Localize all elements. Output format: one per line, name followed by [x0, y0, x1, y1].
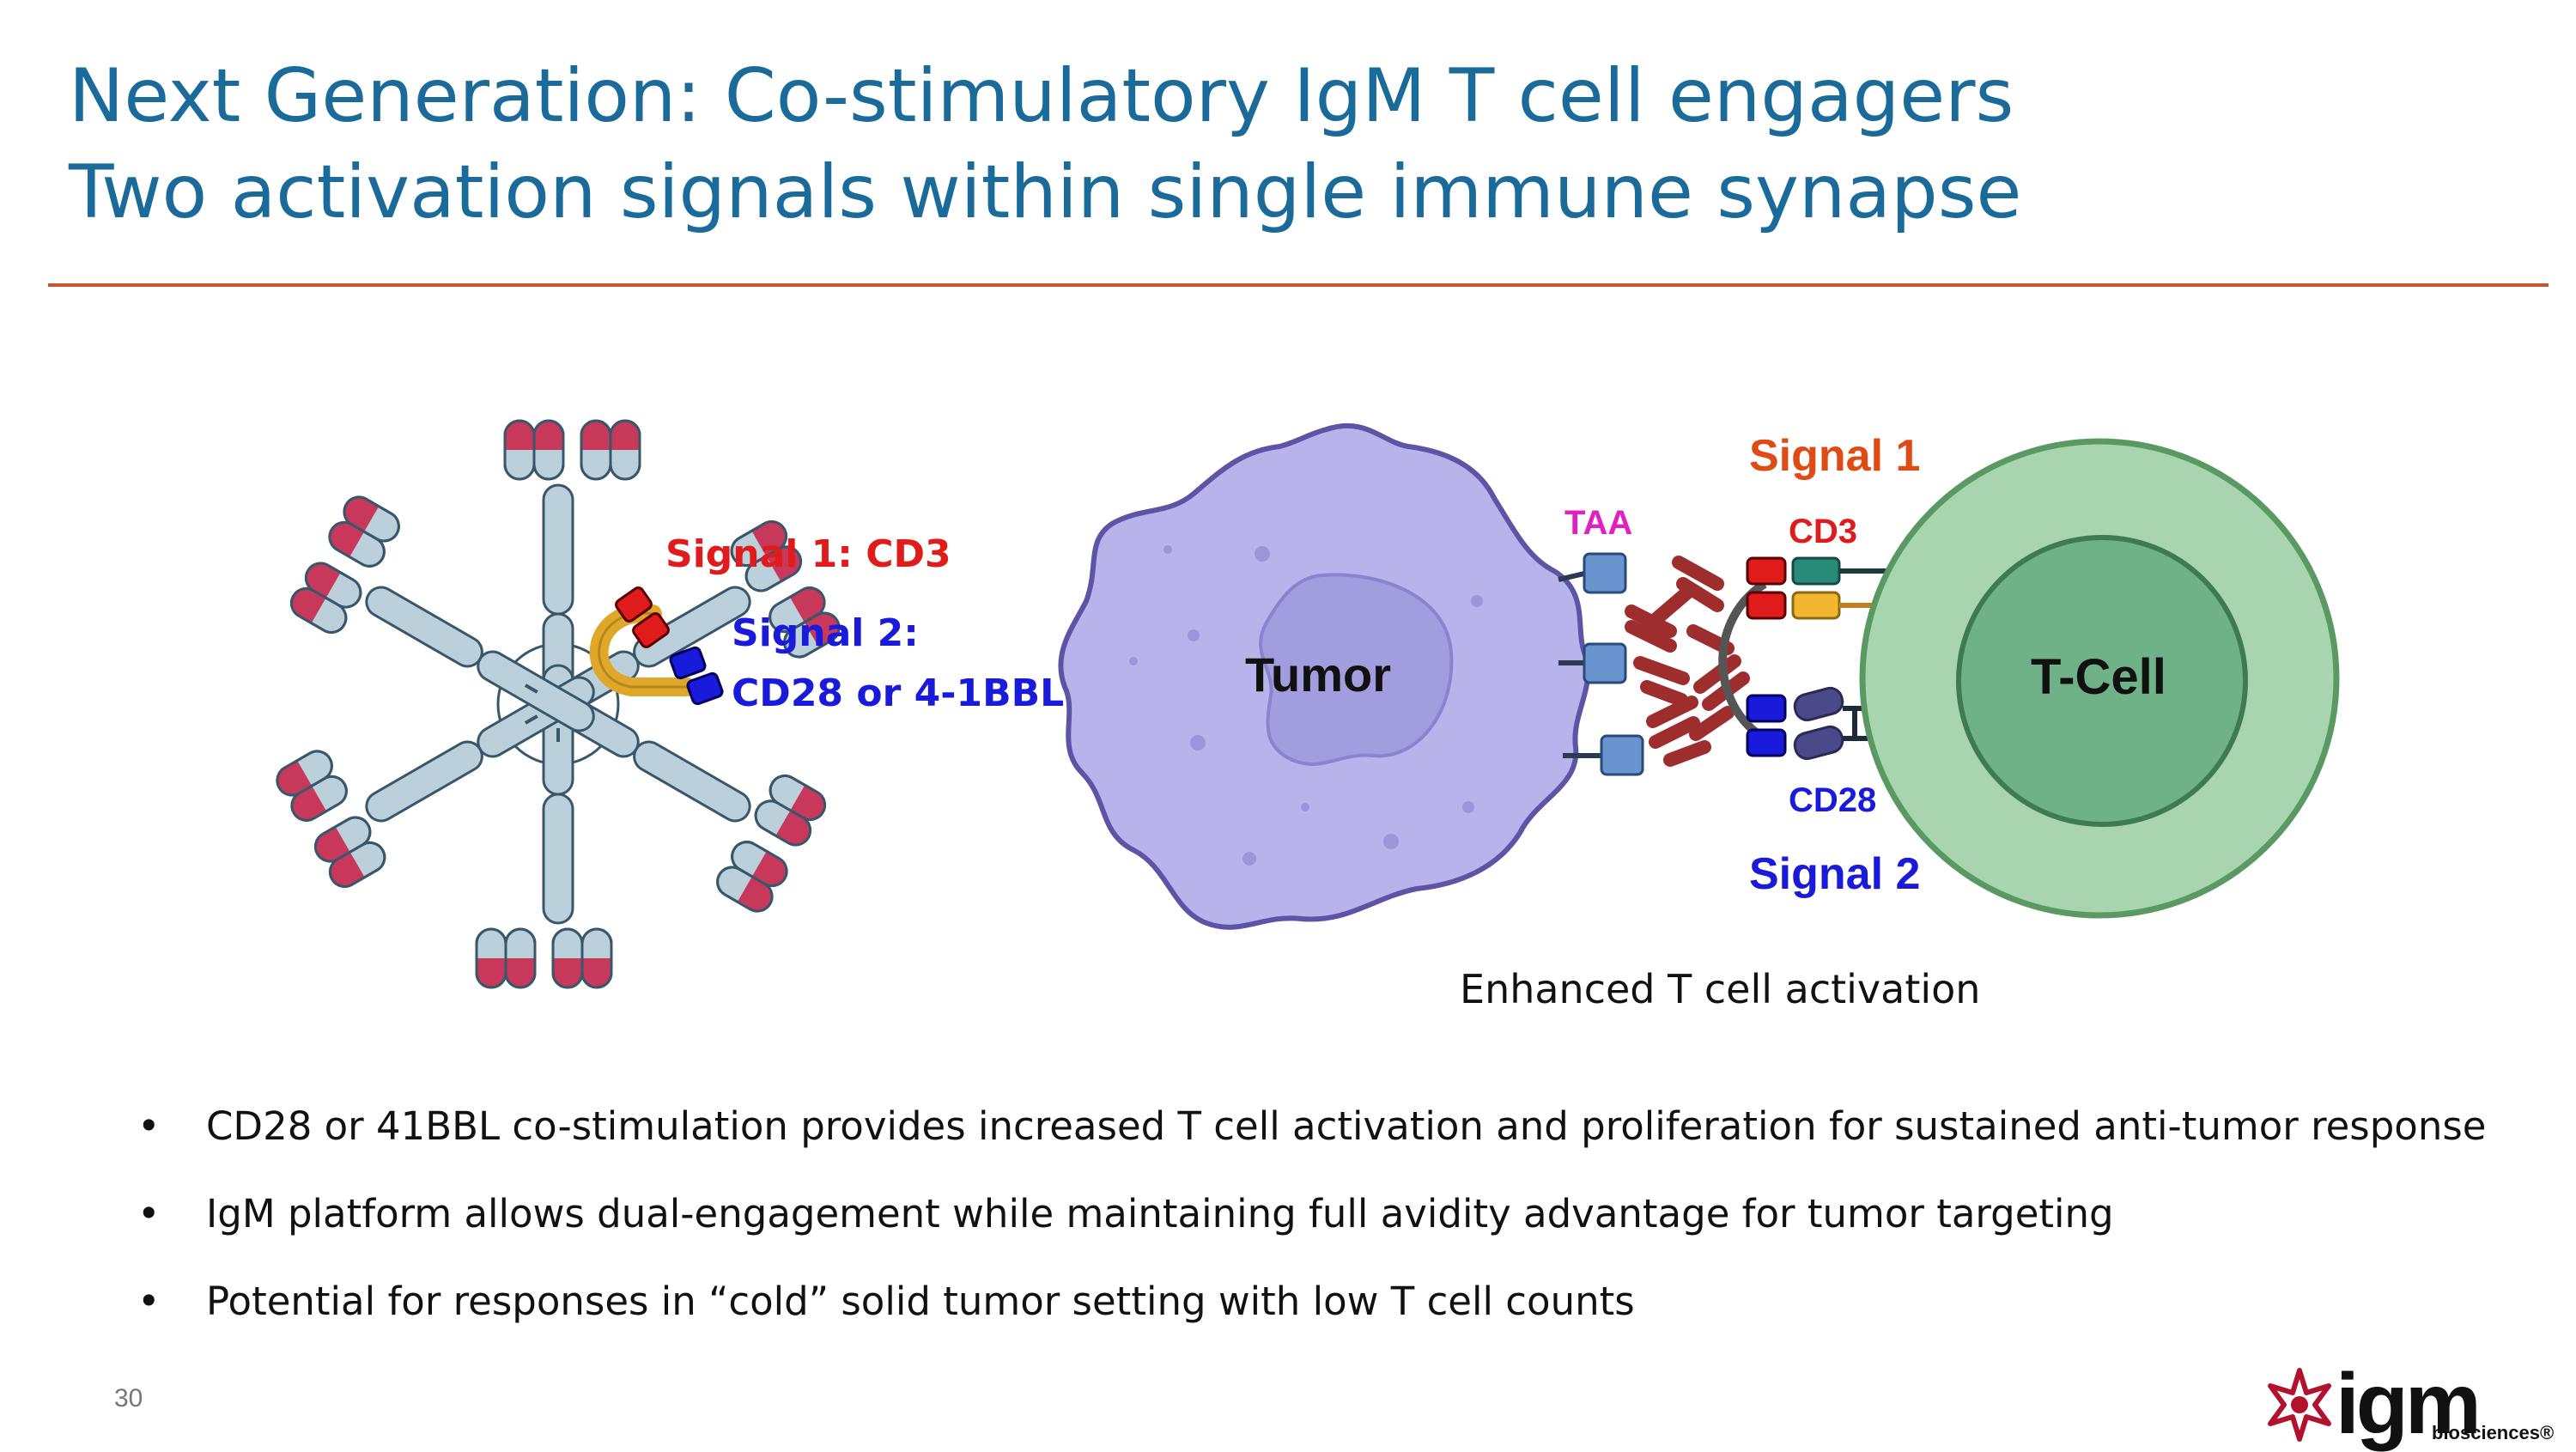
company-logo-subtitle: biosciences®: [2432, 1422, 2555, 1443]
logo-mark-icon: [2268, 1368, 2331, 1442]
synapse-signal1-label: Signal 1: [1749, 431, 1920, 481]
bullet-list: CD28 or 41BBL co-stimulation provides in…: [137, 1092, 2486, 1355]
title-divider: [48, 283, 2549, 287]
igm-molecule: [270, 419, 847, 989]
igm-signal2-label-line1: Signal 2:: [732, 611, 919, 655]
taa-label: TAA: [1564, 504, 1632, 542]
j-chain-binders: [589, 586, 724, 706]
taa-receptors: [1558, 552, 1644, 776]
title-line-1: Next Generation: Co-stimulatory IgM T ce…: [69, 53, 2014, 139]
t-cell: [1859, 438, 2340, 919]
igm-fragments: [1625, 556, 1750, 767]
company-logo: igm: [2336, 1356, 2482, 1452]
diagram-caption: Enhanced T cell activation: [1460, 966, 1981, 1012]
igm-signal2-label-line2: CD28 or 4-1BBL: [732, 671, 1064, 715]
synapse-signal2-label: Signal 2: [1749, 849, 1920, 899]
tumor-cell: [1058, 422, 1591, 930]
cd28-label: CD28: [1789, 781, 1876, 819]
title-line-2: Two activation signals within single imm…: [69, 149, 2022, 235]
page-number: 30: [114, 1384, 143, 1413]
bullet-item: Potential for responses in “cold” solid …: [137, 1267, 2486, 1355]
slide-title: Next Generation: Co-stimulatory IgM T ce…: [69, 48, 2021, 240]
bullet-item: CD28 or 41BBL co-stimulation provides in…: [137, 1092, 2486, 1180]
cd28-binders: [1746, 686, 1889, 761]
cd3-binders: [1746, 556, 1889, 620]
cd3-label: CD3: [1789, 513, 1857, 550]
tumor-label: Tumor: [1245, 647, 1391, 702]
bullet-item: IgM platform allows dual-engagement whil…: [137, 1180, 2486, 1267]
igm-signal1-label: Signal 1: CD3: [665, 532, 951, 576]
t-cell-label: T-Cell: [2031, 649, 2166, 705]
